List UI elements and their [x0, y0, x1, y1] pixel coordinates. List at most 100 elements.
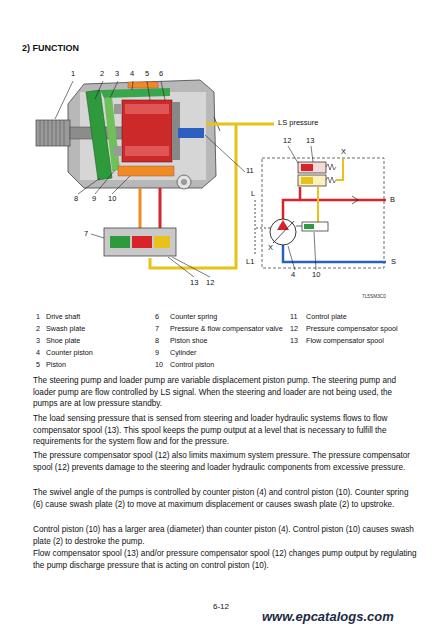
body-paragraph: The steering pump and loader pump are va…	[33, 375, 418, 410]
leader-line	[311, 146, 313, 162]
part-name: Control plate	[306, 313, 347, 321]
hydraulic-line	[140, 124, 274, 268]
part-name: Cylinder	[170, 349, 196, 357]
schematic	[298, 162, 326, 173]
schematic	[283, 245, 386, 262]
part-name: Pressure compensator spool	[306, 325, 398, 333]
leader-line	[132, 81, 133, 90]
part-name: Piston shoe	[170, 337, 208, 345]
part-name: Drive shaft	[46, 313, 80, 321]
part-name: Control piston	[170, 361, 214, 369]
schematic	[326, 164, 336, 183]
callout-number: 10	[312, 271, 320, 279]
schematic	[255, 158, 386, 268]
callout-number: 11	[246, 167, 254, 175]
schematic	[304, 224, 314, 229]
part-number: 13	[290, 337, 298, 345]
schematic	[270, 219, 296, 245]
part-number: 4	[36, 349, 40, 357]
schematic	[273, 221, 294, 243]
callout-number: 4	[291, 271, 295, 279]
part-number: 9	[155, 349, 159, 357]
body-paragraph: The swivel angle of the pumps is control…	[33, 487, 418, 510]
figure-code: 7L5SM3C0	[362, 294, 386, 299]
hydraulic-line	[206, 123, 274, 126]
pump-section	[36, 80, 220, 189]
part-number: 2	[36, 325, 40, 333]
pump-section	[114, 104, 122, 114]
leader-line	[110, 81, 118, 98]
schematic	[317, 187, 319, 222]
part-name: Piston	[46, 361, 66, 369]
compensator-valve	[104, 228, 176, 256]
leader-line	[288, 146, 298, 163]
schematic	[336, 159, 343, 180]
schematic	[283, 187, 386, 219]
leader-line	[161, 81, 165, 100]
callout-number: 6	[159, 70, 163, 78]
part-number: 6	[155, 313, 159, 321]
pump-section	[125, 146, 169, 156]
compensator-valve	[104, 228, 176, 256]
watermark: www.epcatalogs.com	[262, 610, 394, 624]
port-name: L1	[246, 258, 254, 266]
pump-section	[181, 179, 187, 185]
callout-number: 5	[145, 70, 149, 78]
schematic	[301, 177, 313, 184]
pump-section	[178, 128, 204, 138]
signal-name: LS pressure	[278, 119, 318, 127]
leader-line	[55, 81, 316, 277]
part-number: 7	[155, 325, 159, 333]
port-name: X	[268, 244, 273, 252]
leader-line	[314, 232, 316, 270]
leader-line	[205, 135, 245, 172]
leader-line	[168, 257, 194, 277]
port-name: L	[251, 190, 255, 198]
callout-number: 13	[190, 279, 198, 287]
callout-number: 13	[306, 137, 314, 145]
callout-number: 3	[115, 70, 119, 78]
schematic	[298, 175, 326, 186]
body-paragraph: Flow compensator spool (13) and/or press…	[33, 548, 418, 571]
port-name: X	[341, 148, 346, 156]
part-name: Counter spring	[170, 313, 217, 321]
callout-number: 1	[71, 70, 75, 78]
part-number: 5	[36, 361, 40, 369]
schematic	[296, 226, 302, 227]
callout-number: 9	[92, 195, 96, 203]
callout-number: 12	[283, 137, 291, 145]
pump-section	[118, 166, 174, 176]
body-paragraph: The pressure compensator spool (12) also…	[33, 450, 418, 473]
schematic	[301, 164, 313, 171]
hydraulic-line	[139, 188, 142, 228]
part-number: 12	[290, 325, 298, 333]
schematic	[302, 222, 328, 231]
part-number: 11	[290, 313, 297, 321]
part-name: Flow compensator spool	[306, 337, 384, 345]
page-number: 6-12	[213, 603, 229, 611]
leader-line	[95, 170, 115, 194]
callout-number: 10	[108, 195, 116, 203]
compensator-valve	[154, 236, 170, 248]
part-number: 8	[155, 337, 159, 345]
pump-section	[177, 175, 191, 189]
callout-number: 4	[130, 70, 134, 78]
leader-line	[288, 246, 295, 270]
leader-line	[172, 257, 210, 277]
port-name: B	[390, 196, 395, 204]
schematic	[255, 200, 270, 255]
pump-section	[68, 80, 216, 188]
part-number: 3	[36, 337, 40, 345]
pump-section	[36, 120, 70, 146]
body-paragraph: Control piston (10) has a larger area (d…	[33, 524, 418, 547]
leader-line	[95, 81, 103, 99]
part-name: Shoe plate	[46, 337, 80, 345]
part-name: Pressure & flow compensator valve	[170, 325, 283, 333]
compensator-valve	[132, 236, 152, 248]
pump-section	[40, 120, 64, 146]
pump-section	[122, 100, 172, 162]
part-number: 10	[155, 361, 163, 369]
schematic	[352, 196, 358, 204]
leader-line	[91, 234, 104, 238]
port-name: S	[391, 258, 396, 266]
